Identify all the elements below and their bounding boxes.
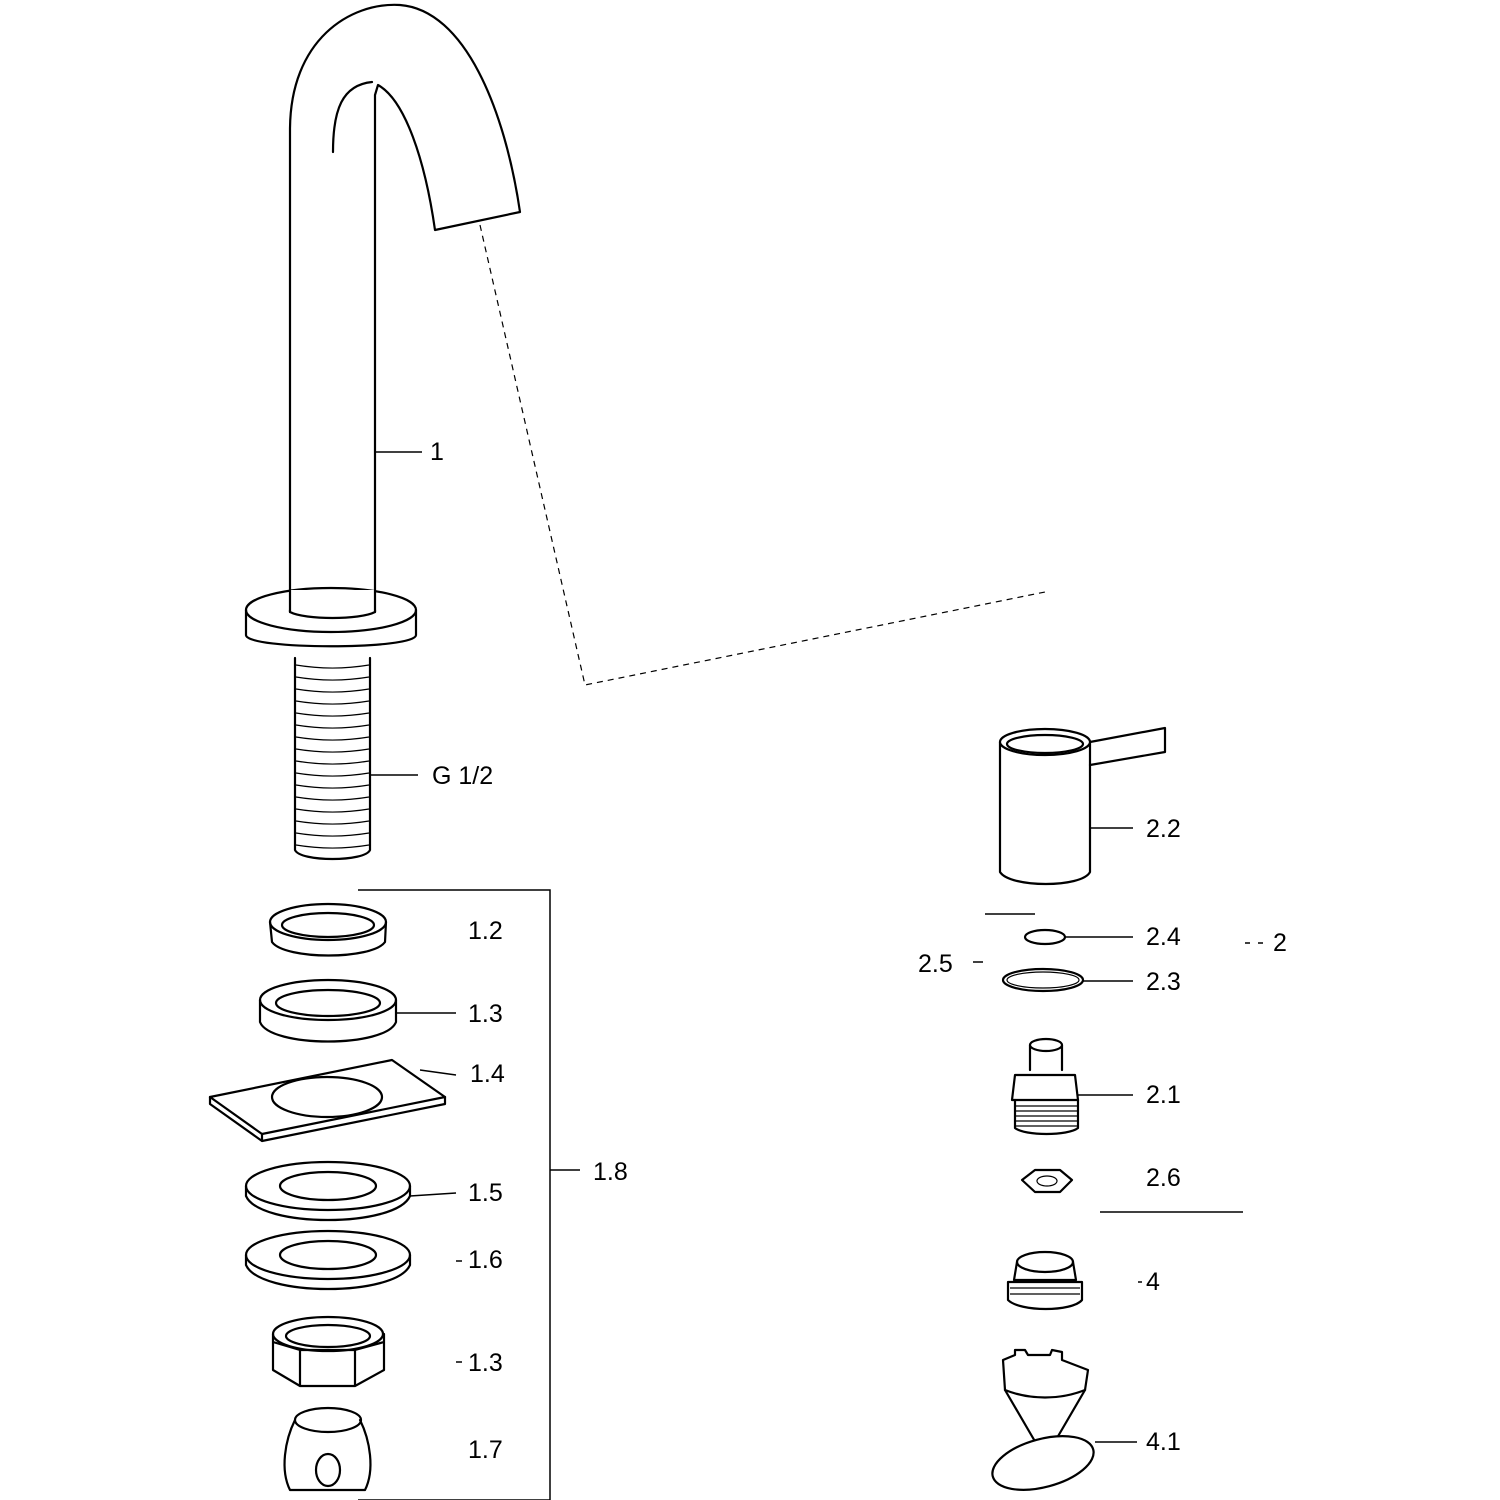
label-2: 2: [1273, 929, 1287, 957]
thread-line: [295, 736, 370, 741]
thread-line: [295, 688, 370, 693]
label-1: 1: [430, 438, 444, 466]
thread-line: [295, 664, 370, 669]
thread-part: [293, 656, 372, 861]
label-4-1: 4.1: [1146, 1428, 1181, 1456]
label-2-1: 2.1: [1146, 1081, 1181, 1109]
label-1-3: 1.3: [468, 1000, 503, 1028]
thread-line: [295, 820, 370, 825]
part-1-7-capnut: [283, 1406, 372, 1492]
thread-line: [295, 760, 370, 765]
part-2-4-oring: [1023, 928, 1067, 946]
part-1-5-washer: [244, 1160, 412, 1221]
part-4-1-key: [991, 1348, 1095, 1491]
label-2-5: 2.5: [918, 950, 953, 978]
thread-line: [295, 832, 370, 837]
leader-lines: [370, 451, 1263, 1443]
label-1-7: 1.7: [468, 1436, 503, 1464]
label-1-6: 1.6: [468, 1246, 503, 1274]
part-4-aerator: [1006, 1250, 1084, 1311]
thread-line: [295, 796, 370, 801]
thread-line: [295, 676, 370, 681]
label-1-2: 1.2: [468, 917, 503, 945]
part-1-6-washer: [244, 1229, 412, 1290]
bracket-1-8: [358, 889, 580, 1500]
label-1-3-nut: 1.3: [468, 1349, 503, 1377]
thread-line: [295, 724, 370, 729]
label-2-3: 2.3: [1146, 968, 1181, 996]
thread-line: [295, 772, 370, 777]
thread-line: [295, 748, 370, 753]
thread-line: [295, 712, 370, 717]
part-1-2: [268, 902, 388, 957]
part-2-1-cartridge: [1010, 1037, 1080, 1136]
label-2-4: 2.4: [1146, 923, 1181, 951]
part-2-2-handle: [998, 726, 1167, 886]
label-4: 4: [1146, 1268, 1160, 1296]
spout-part: [244, 3, 522, 648]
dashed-connector: [479, 224, 1046, 686]
part-2-6-nut: [1020, 1168, 1074, 1194]
label-g-1-2: G 1/2: [432, 762, 494, 790]
label-1-8: 1.8: [593, 1158, 628, 1186]
part-1-3-nut: [271, 1315, 386, 1388]
part-1-3-ring: [258, 978, 398, 1043]
label-1-5: 1.5: [468, 1179, 503, 1207]
label-1-4: 1.4: [470, 1060, 505, 1088]
thread-line: [295, 784, 370, 789]
label-2-6: 2.6: [1146, 1164, 1181, 1192]
part-2-3-oring: [1001, 967, 1085, 993]
thread-line: [295, 700, 370, 705]
label-2-2: 2.2: [1146, 815, 1181, 843]
thread-line: [295, 844, 370, 849]
thread-line: [295, 808, 370, 813]
part-1-4-plate: [208, 1058, 447, 1143]
